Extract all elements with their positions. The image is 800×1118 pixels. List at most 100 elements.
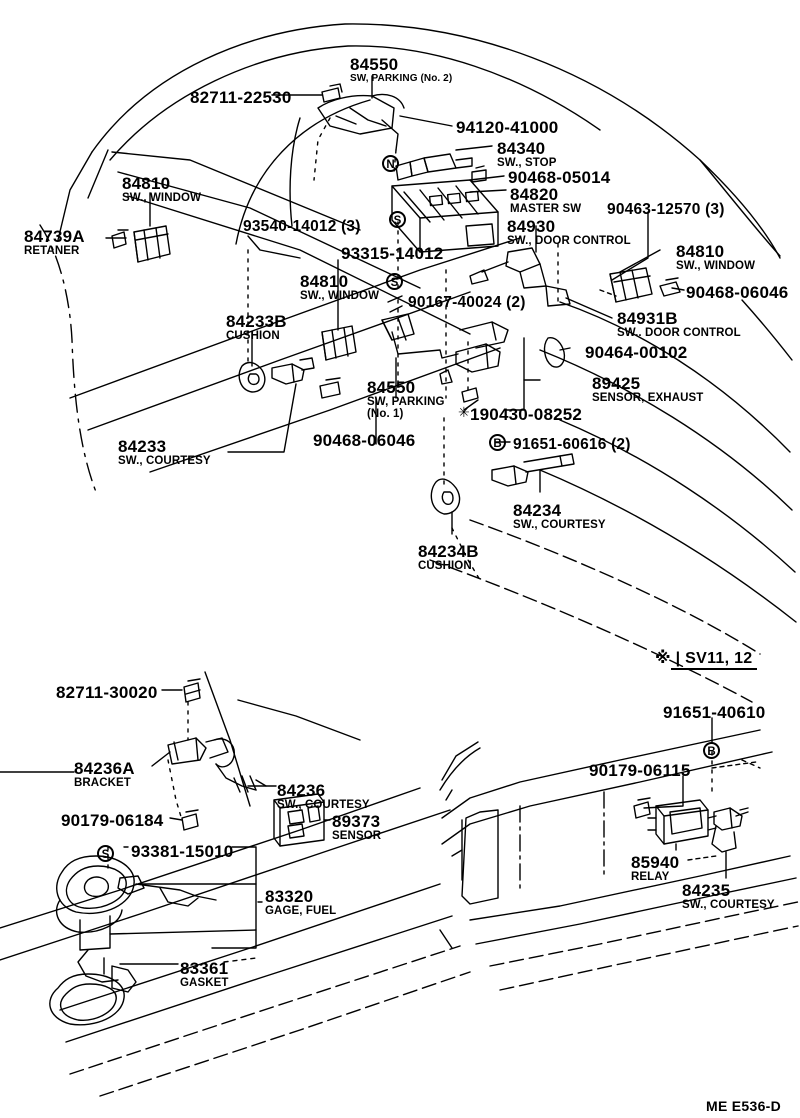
part-number: 84739A <box>24 227 85 246</box>
part-number: 90468-06046 <box>313 431 416 450</box>
part-number: 84234 <box>513 501 562 520</box>
callout-upper-91651-60616--2-: 91651-60616 (2) <box>513 436 631 453</box>
callout-lower-right-91651-40610: 91651-40610 <box>663 704 765 721</box>
callout-upper-190430-08252: 190430-08252 <box>470 406 582 423</box>
part-number: 84234B <box>418 542 479 561</box>
part-number: 83361 <box>180 959 229 978</box>
marker-b-icon-2: B <box>703 742 720 759</box>
sheet-code: ME E536-D <box>706 1098 782 1114</box>
part-number: 84550 <box>350 55 399 74</box>
part-number: 83320 <box>265 887 314 906</box>
variant-asterisk-190430: ✳ <box>458 404 470 420</box>
part-description: BRACKET <box>74 777 131 789</box>
part-description: SENSOR, EXHAUST <box>592 392 704 404</box>
part-number: 89425 <box>592 374 641 393</box>
part-description: SW., WINDOW <box>122 192 202 204</box>
part-number: 82711-30020 <box>56 683 158 702</box>
part-number: 90463-12570 (3) <box>607 201 725 218</box>
marker-s-icon-2: S <box>386 273 403 290</box>
part-number: 90468-06046 <box>686 283 789 302</box>
part-description: SW.. DOOR CONTROL <box>617 327 741 339</box>
marker-b-icon-1: B <box>489 434 506 451</box>
part-number: 84810 <box>122 174 171 193</box>
part-description: SW., COURTESY <box>682 899 775 911</box>
part-description: GASKET <box>180 977 229 989</box>
callout-upper-90464-00102: 90464-00102 <box>585 344 687 361</box>
callout-upper-90463-12570--3-: 90463-12570 (3) <box>607 201 725 218</box>
part-number: 84235 <box>682 881 731 900</box>
callout-upper-82711-22530: 82711-22530 <box>190 89 291 106</box>
callout-lower-left-82711-30020: 82711-30020 <box>56 684 157 701</box>
part-description: SW, PARKING <box>367 396 445 408</box>
callout-lower-left-93381-15010: 93381-15010 <box>131 843 233 860</box>
part-number: 91651-40610 <box>663 703 766 722</box>
variant-header: ※ | SV11, 12 <box>655 648 758 670</box>
part-number: 90179-06184 <box>61 811 164 830</box>
part-description: GAGE, FUEL <box>265 905 337 917</box>
part-description: SW., WINDOW <box>676 260 756 272</box>
part-description: RETANER <box>24 245 80 257</box>
part-description: RELAY <box>631 871 670 883</box>
part-description: CUSHION <box>226 330 280 342</box>
part-description: SW., COURTESY <box>277 799 370 811</box>
callout-upper-90468-06046: 90468-06046 <box>313 432 415 449</box>
part-number: 90464-00102 <box>585 343 688 362</box>
part-description: SW., STOP <box>497 157 557 169</box>
part-description: SW, PARKING (No. 2) <box>350 73 453 84</box>
part-description: MASTER SW <box>510 203 582 215</box>
part-description: SW., DOOR CONTROL <box>507 235 631 247</box>
callout-lower-right-90179-06115: 90179-06115 <box>589 762 690 779</box>
part-description: CUSHION <box>418 560 472 572</box>
marker-s-icon-1: S <box>389 211 406 228</box>
part-number: 84930 <box>507 217 556 236</box>
part-number: 82711-22530 <box>190 88 292 107</box>
part-description: SW., COURTESY <box>118 455 211 467</box>
marker-n-icon: N <box>382 155 399 172</box>
callout-lower-left-90179-06184: 90179-06184 <box>61 812 163 829</box>
part-description-line2: (No. 1) <box>367 408 404 420</box>
part-number: 190430-08252 <box>470 405 583 424</box>
part-number: 84810 <box>300 272 349 291</box>
part-number: 90468-05014 <box>508 168 611 187</box>
part-number: 90167-40024 (2) <box>408 294 526 311</box>
part-number: 93381-15010 <box>131 842 234 861</box>
part-number: 94120-41000 <box>456 118 559 137</box>
part-number: 84810 <box>676 242 725 261</box>
callout-upper-90468-06046: 90468-06046 <box>686 284 788 301</box>
callout-upper-94120-41000: 94120-41000 <box>456 119 558 136</box>
part-number: 84233 <box>118 437 167 456</box>
part-number: 91651-60616 (2) <box>513 436 631 453</box>
part-description: SENSOR <box>332 830 382 842</box>
part-number: 89373 <box>332 812 381 831</box>
callout-upper-93540-14012--3-: 93540-14012 (3) <box>243 218 361 235</box>
part-number: 84550 <box>367 378 416 397</box>
part-number: 93315-14012 <box>341 244 444 263</box>
part-number: 84236A <box>74 759 135 778</box>
part-description: SW., WINDOW <box>300 290 380 302</box>
variant-header-marker: ※ <box>655 650 671 667</box>
part-number: 84931B <box>617 309 678 328</box>
callout-upper-90468-05014: 90468-05014 <box>508 169 610 186</box>
variant-header-text: SV11, 12 <box>685 650 753 667</box>
